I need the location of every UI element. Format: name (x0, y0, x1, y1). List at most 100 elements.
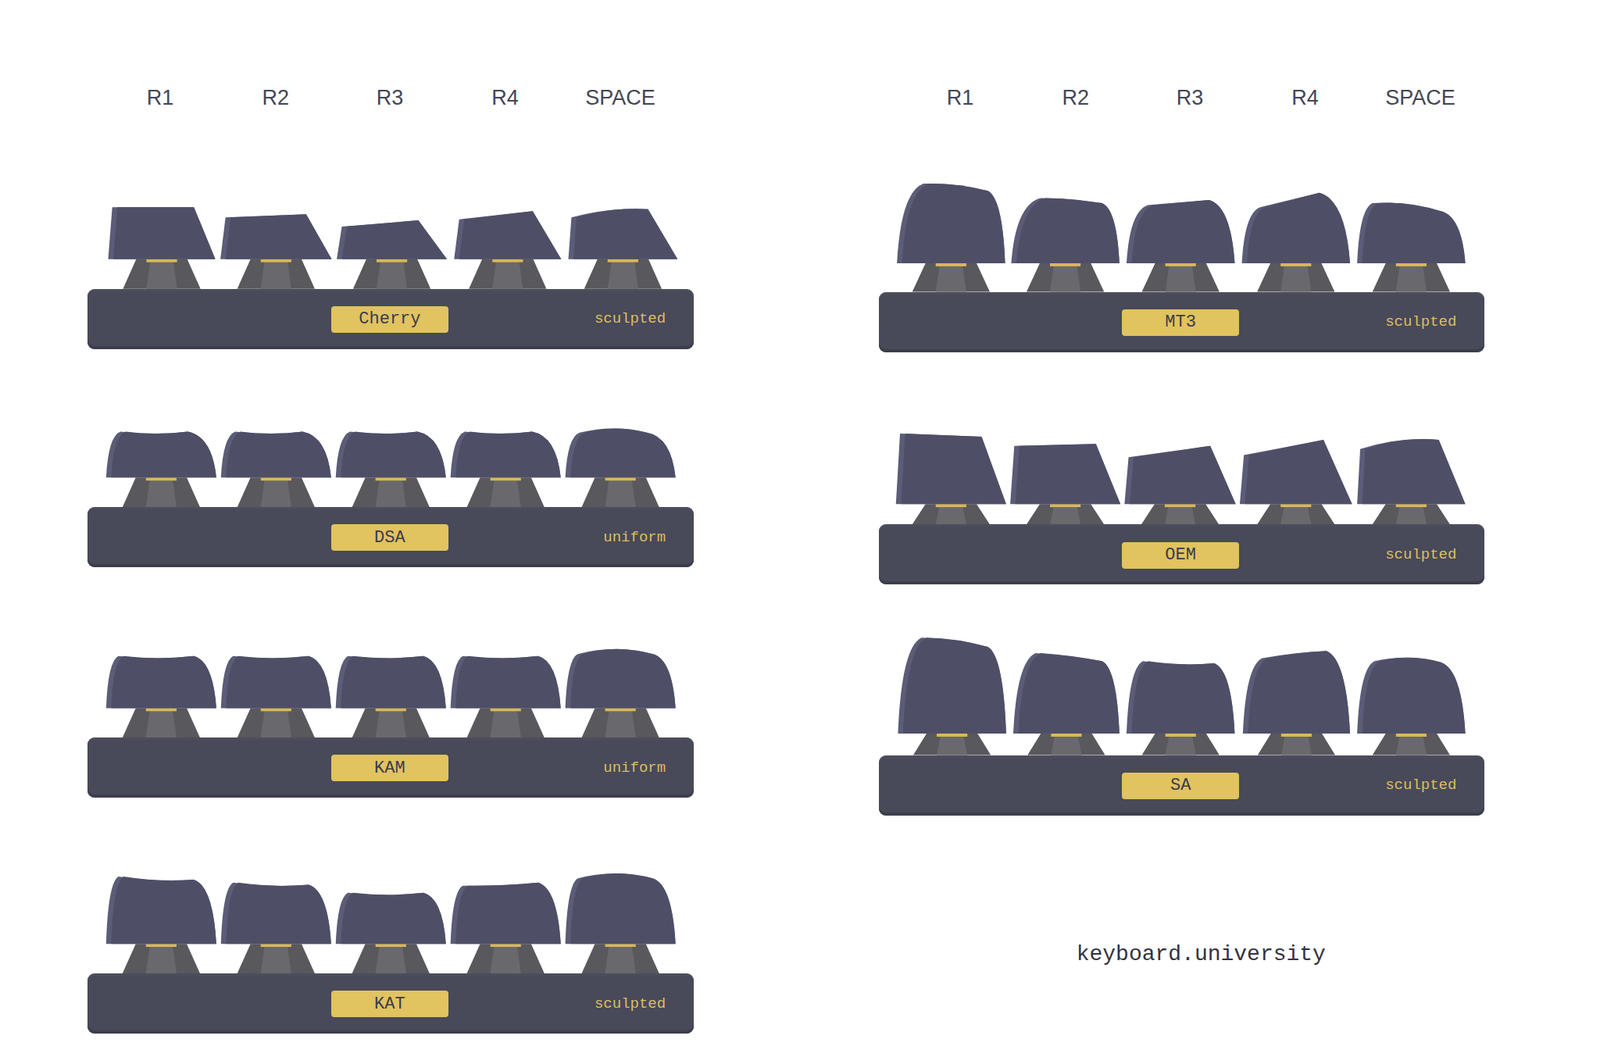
switch-housing-face (1050, 263, 1081, 293)
keycap (450, 431, 561, 478)
switch-housing (353, 259, 431, 290)
switch-housing-face (607, 259, 639, 290)
keycap-face (340, 431, 447, 478)
profile-name: OEM (1164, 545, 1197, 565)
keycap (450, 656, 561, 709)
switch-housing-face (490, 707, 522, 738)
profile-type: sculpted (1385, 292, 1457, 353)
keycap-face (225, 431, 332, 478)
profile-label: DSA (331, 524, 449, 551)
keyboard-base: sculpted Cherry (87, 289, 694, 350)
switch-housing (581, 707, 659, 738)
keycap (1010, 197, 1119, 264)
keycap-row (106, 873, 676, 974)
switch-housing-face (260, 259, 292, 290)
switch-housing-face (492, 259, 523, 290)
switch-housing (913, 733, 991, 755)
keycap-face (1129, 446, 1236, 504)
switch-housing (352, 707, 430, 738)
row-label: R2 (1061, 85, 1090, 111)
switch-housing (1142, 733, 1220, 755)
keycap (106, 876, 217, 944)
keycap-face (1016, 197, 1120, 264)
keycap (896, 183, 1005, 264)
profile-name: SA (1170, 775, 1191, 796)
switch-housing (237, 943, 315, 974)
profile-name: KAT (374, 994, 406, 1015)
profile-type: sculpted (594, 289, 666, 350)
keycap-face (459, 210, 562, 259)
keycap-face (110, 656, 217, 709)
profile-label: Cherry (331, 306, 449, 333)
keycap-face (1015, 443, 1122, 504)
keycap (1126, 660, 1235, 734)
keycap-face (570, 873, 676, 944)
keycap (565, 428, 676, 479)
keyboard-base: uniformDSA (87, 507, 694, 568)
watermark: keyboard.university (1076, 942, 1326, 967)
keycap-face (1131, 200, 1235, 264)
keycap (1124, 446, 1236, 504)
profile-label: OEM (1121, 542, 1240, 569)
switch-housing-face (605, 707, 636, 738)
switch-housing-face (260, 943, 292, 974)
switch-housing-face (1165, 263, 1197, 293)
keycap-row (896, 183, 1466, 292)
keycap (565, 649, 676, 709)
keycap (897, 637, 1006, 734)
keyboard-base: sculpted MT3 (878, 292, 1486, 353)
keycap (1357, 657, 1465, 734)
keycap (1357, 202, 1465, 263)
keycap (568, 208, 679, 259)
profile-name: KAM (374, 758, 406, 779)
keycap-face (1362, 439, 1466, 504)
keycap-face (225, 656, 332, 709)
keycap (450, 882, 561, 944)
switch-housing (581, 477, 659, 508)
keycap (1010, 443, 1121, 504)
keycap (1126, 200, 1235, 264)
row-label: SPACE (1385, 85, 1456, 111)
keycap-face (225, 214, 333, 259)
switch-housing (237, 259, 315, 290)
profile-label: MT3 (1121, 309, 1240, 336)
row-label: R4 (491, 85, 519, 111)
switch-housing-face (375, 943, 407, 974)
keycap-row (896, 433, 1466, 525)
switch-housing (584, 259, 662, 290)
row-label: SPACE (585, 85, 656, 111)
row-label: R1 (146, 85, 175, 111)
switch-housing-face (146, 707, 177, 738)
keyboard-base: sculpted SA (878, 755, 1486, 816)
keycap (220, 214, 332, 259)
profile-type: sculpted (594, 973, 666, 1034)
switch-housing-face (260, 707, 292, 738)
switch-housing (467, 707, 545, 738)
keycap (336, 220, 447, 260)
profile-name: DSA (374, 528, 406, 548)
keycap (335, 656, 447, 709)
keycap (1242, 650, 1350, 734)
keycap (221, 656, 332, 709)
switch-housing (1142, 263, 1220, 293)
keycap (1242, 192, 1350, 264)
keycap-row (106, 428, 676, 508)
keycap-face (1131, 660, 1235, 734)
switch-housing (1257, 263, 1335, 293)
keycap-face (1244, 439, 1352, 504)
profile-label: SA (1121, 772, 1240, 800)
keycap (565, 873, 676, 944)
profile-type: sculpted (1385, 755, 1457, 816)
keycap-face (1247, 650, 1350, 734)
switch-housing (122, 259, 200, 290)
keycap-face (573, 208, 678, 259)
switch-housing-face (260, 477, 292, 508)
switch-housing-face (1396, 733, 1427, 755)
switch-housing-face (376, 259, 408, 290)
keyboard-base: uniformKAM (87, 737, 694, 798)
keycap-face (570, 428, 676, 479)
switch-housing-face (490, 943, 522, 974)
keycap-face (455, 882, 561, 944)
switch-housing-face (146, 943, 177, 974)
keycap (1013, 653, 1120, 734)
